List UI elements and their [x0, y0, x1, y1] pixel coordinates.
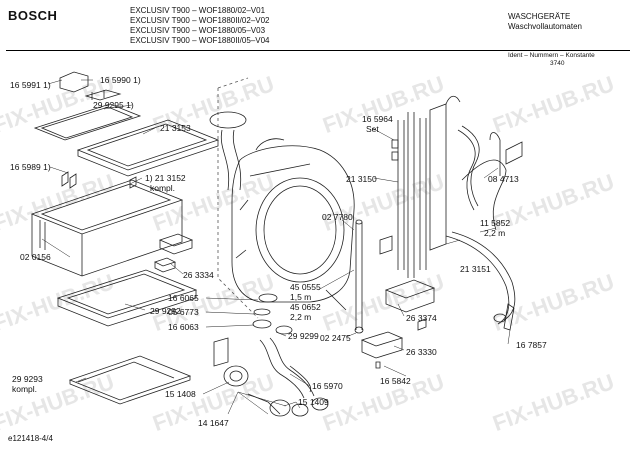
- model-line-2: EXCLUSIV T900 – WOF1880II/02–V02: [130, 16, 270, 25]
- heater-rod: [354, 219, 364, 334]
- part-label: 08 4713: [488, 174, 519, 184]
- drum-lid-frame: [76, 119, 220, 177]
- part-label: 16 6065: [168, 293, 199, 303]
- category-title: WASCHGERÄTE: [508, 12, 571, 21]
- model-line-4: EXCLUSIV T900 – WOF1880II/05–V04: [130, 36, 270, 45]
- part-label: kompl.: [12, 384, 38, 394]
- part-label: 26 3330: [406, 347, 437, 357]
- control-panel-frame: [30, 171, 184, 277]
- supply-hose: [445, 231, 516, 325]
- part-label: 21 3150: [346, 174, 377, 184]
- brand-logo: BOSCH: [8, 8, 58, 23]
- part-label: 29 9299: [288, 331, 319, 341]
- inner-door-frame: [56, 269, 198, 327]
- category-subtitle: Waschvollautomaten: [508, 22, 582, 31]
- part-label: Set: [366, 124, 379, 134]
- tub-connectors: [252, 293, 293, 335]
- part-label: 16 5964: [362, 114, 393, 124]
- part-label: 05 6773: [168, 307, 199, 317]
- header-rule: [6, 50, 630, 51]
- part-label: 11 5852: [480, 218, 511, 228]
- drain-pump-assembly: [213, 337, 329, 417]
- part-label: 29 9293: [12, 374, 43, 384]
- part-label: 16 5842: [380, 376, 411, 386]
- part-label: 15 1409: [298, 397, 329, 407]
- level-tube: [457, 125, 523, 231]
- part-label: 16 6063: [168, 322, 199, 332]
- part-label: 26 3334: [183, 270, 214, 280]
- part-label: 16 5990 1): [100, 75, 141, 85]
- model-line-1: EXCLUSIV T900 – WOF1880/02–V01: [130, 6, 266, 15]
- valve-block: [360, 279, 436, 359]
- part-label: 02 7780: [322, 212, 353, 222]
- model-line-3: EXCLUSIV T900 – WOF1880/05–V03: [130, 26, 266, 35]
- part-label: 16 5991 1): [10, 80, 51, 90]
- part-label: 45 0555: [290, 282, 321, 292]
- part-label: 45 0652: [290, 302, 321, 312]
- part-label: 29 9292: [150, 306, 181, 316]
- switch-module: [153, 233, 194, 273]
- detergent-drawer-parts: [59, 71, 122, 101]
- part-label: 02 2475: [320, 333, 351, 343]
- part-label: 21 3151: [460, 264, 491, 274]
- top-frame-part: [33, 103, 142, 141]
- part-label: 2,2 m: [484, 228, 506, 238]
- diagram-id: e121418-4/4: [8, 434, 53, 443]
- part-label: 21 3153: [160, 123, 191, 133]
- cover-plate: [68, 355, 192, 405]
- ident-value: 3740: [550, 60, 565, 67]
- body-outline: [217, 77, 259, 319]
- part-label: 16 5989 1): [10, 162, 51, 172]
- part-label: 16 5970: [312, 381, 343, 391]
- part-label: 26 3374: [406, 313, 437, 323]
- part-label: 2,2 m: [290, 312, 312, 322]
- part-label: 1) 21 3152: [145, 173, 186, 183]
- part-label: 1,5 m: [290, 292, 312, 302]
- ident-label: Ident – Nummern – Konstante: [508, 52, 595, 59]
- part-label: 15 1408: [165, 389, 196, 399]
- part-label: kompl.: [150, 183, 176, 193]
- part-label: 02 0156: [20, 252, 51, 262]
- tub-assembly: [209, 111, 355, 311]
- leader-lines: [41, 79, 511, 415]
- part-label: 14 1647: [198, 418, 229, 428]
- part-label: 29 9295 1): [93, 100, 134, 110]
- part-label: 16 7857: [516, 340, 547, 350]
